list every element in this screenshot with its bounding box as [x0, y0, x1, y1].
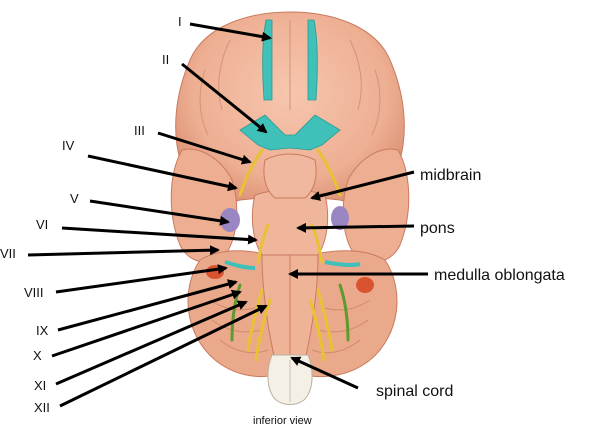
- cranial-nerve-fibers: [238, 148, 342, 362]
- label-nerve-XI: XI: [34, 378, 46, 393]
- arrow-nerve-III: [157, 131, 252, 165]
- arrow-nerve-VI: [61, 226, 258, 245]
- frontal-gyri: [199, 20, 381, 136]
- label-midbrain: midbrain: [420, 167, 481, 184]
- arrow-nerve-IV: [87, 154, 238, 192]
- arrow-nerve-I: [189, 22, 272, 42]
- arrow-midbrain: [310, 170, 415, 201]
- cochlear-band-left: [224, 260, 256, 270]
- label-pons: pons: [420, 220, 455, 237]
- label-nerve-II: II: [162, 52, 169, 67]
- olfactory-tract-left: [262, 19, 273, 101]
- label-nerve-V: V: [70, 191, 79, 206]
- vessel-cluster-left: [206, 265, 224, 279]
- label-nerve-III: III: [134, 123, 145, 138]
- caption-inferior-view: inferior view: [253, 415, 312, 427]
- brainstem-pons: [251, 189, 329, 256]
- trigeminal-nerve-right: [331, 206, 349, 230]
- brain-illustration: [170, 11, 410, 405]
- structure-labels: midbrain pons medulla oblongata spinal c…: [376, 167, 565, 400]
- arrow-nerve-XI: [55, 300, 248, 386]
- arrow-nerve-VIII: [55, 264, 228, 294]
- label-nerve-IV: IV: [62, 138, 75, 153]
- midbrain-shape: [263, 153, 317, 199]
- arrow-nerve-X: [51, 289, 242, 358]
- vessel-cluster-right: [356, 277, 374, 293]
- olfactory-tract-right: [307, 19, 318, 101]
- label-nerve-VIII: VIII: [24, 285, 44, 300]
- label-nerve-I: I: [178, 14, 182, 29]
- label-nerve-VII: VII: [0, 246, 16, 261]
- arrow-pons: [296, 222, 415, 233]
- label-nerve-X: X: [33, 348, 42, 363]
- arrow-spinal-cord: [290, 356, 359, 390]
- label-medulla-oblongata: medulla oblongata: [434, 267, 565, 284]
- vagus-accessory-fibers: [230, 283, 350, 342]
- arrow-nerve-XII: [59, 304, 268, 408]
- arrow-nerve-IX: [57, 279, 238, 332]
- pointer-arrows: [27, 22, 428, 408]
- label-spinal-cord: spinal cord: [376, 383, 453, 400]
- cranial-nerve-labels: I II III IV V VI VII VIII IX X XI XII: [0, 14, 182, 415]
- label-nerve-XII: XII: [34, 400, 50, 415]
- arrow-nerve-VII: [27, 245, 220, 257]
- cochlear-band-right: [324, 260, 361, 268]
- arrow-nerve-V: [89, 199, 230, 226]
- trigeminal-nerve-left: [220, 208, 240, 232]
- arrow-nerve-II: [181, 62, 268, 134]
- label-nerve-IX: IX: [36, 323, 49, 338]
- label-nerve-VI: VI: [36, 217, 48, 232]
